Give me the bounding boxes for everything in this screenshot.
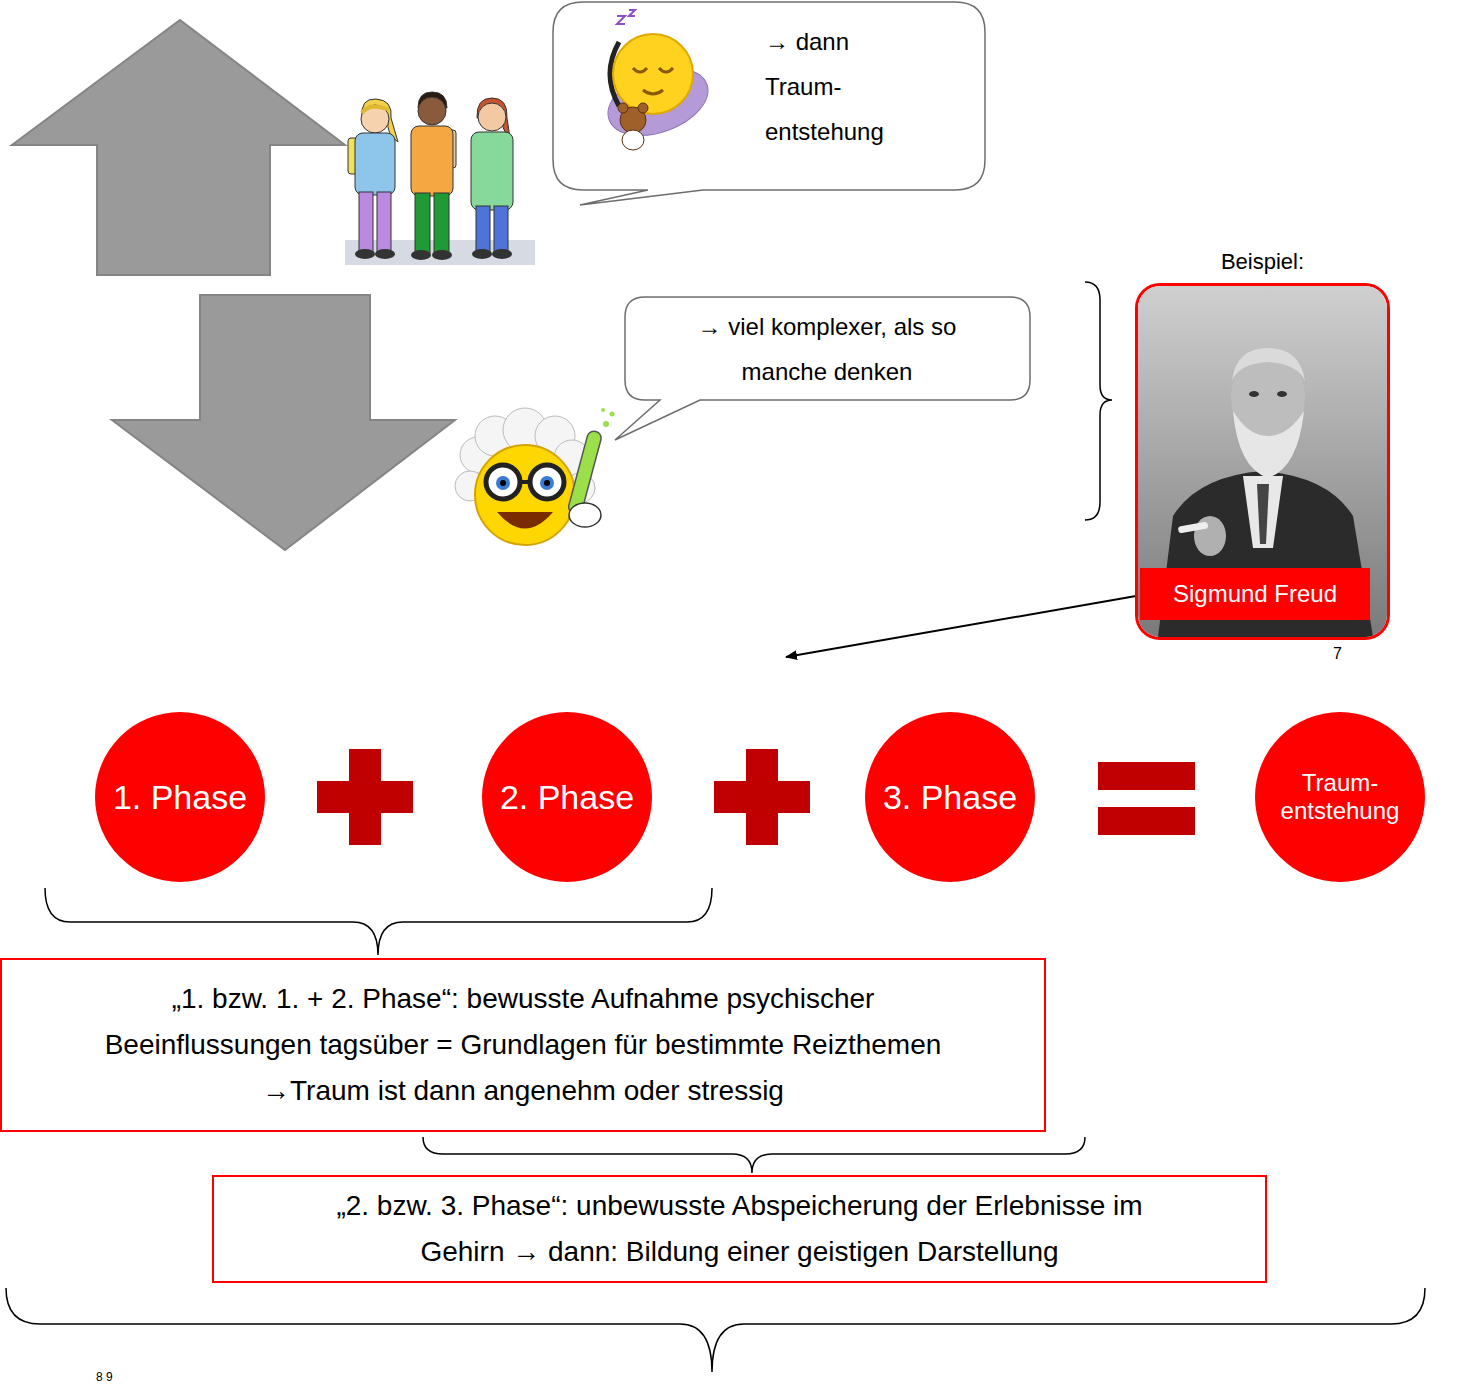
scientist-emoji bbox=[455, 408, 615, 545]
up-arrow-part bbox=[12, 20, 345, 275]
photo-frame-part-part-part bbox=[1194, 516, 1226, 556]
speech-bubble-part-part bbox=[638, 103, 648, 113]
kids-clipart-part bbox=[362, 107, 389, 113]
speech-bubble: → viel komplexer, als so manche denken bbox=[625, 297, 1030, 400]
kids-clipart-part bbox=[355, 133, 395, 195]
speech-bubble-part-part bbox=[643, 90, 663, 94]
bubble-text: → viel komplexer, als so manche denken bbox=[677, 304, 977, 394]
curly-brace-part bbox=[423, 1137, 1085, 1173]
kids-clipart-part bbox=[359, 192, 373, 252]
speech-bubble-part-part bbox=[629, 10, 635, 16]
phase-circle: 1. Phase bbox=[95, 712, 265, 882]
down-arrow bbox=[112, 295, 455, 550]
bubble-text: → dann Traum- entstehung bbox=[765, 19, 915, 154]
scientist-emoji-part bbox=[603, 421, 609, 427]
kids-clipart-part bbox=[432, 250, 452, 260]
photo-frame-part-part-part bbox=[1249, 391, 1259, 397]
explanation-text: „1. bzw. 1. + 2. Phase“: bewusste Aufnah… bbox=[83, 976, 963, 1068]
photo-frame-part-part-part bbox=[1138, 286, 1387, 637]
leader-arrow-part bbox=[786, 596, 1136, 657]
plus-sign-part bbox=[349, 749, 381, 845]
plus-sign-part bbox=[746, 749, 778, 845]
scientist-emoji-part bbox=[610, 412, 615, 417]
speech-bubble-part-part bbox=[618, 103, 628, 113]
curly-brace-part bbox=[1085, 282, 1112, 520]
kids-clipart-part bbox=[377, 192, 391, 252]
kids-clipart-part bbox=[471, 132, 513, 210]
kids-clipart bbox=[345, 92, 535, 265]
speech-bubble-part-part bbox=[613, 34, 693, 114]
photo-frame-part-part-part bbox=[1233, 411, 1304, 478]
kids-clipart-part bbox=[472, 249, 492, 259]
name-text: Sigmund Freud bbox=[1173, 580, 1337, 608]
phase-circle: 2. Phase bbox=[482, 712, 652, 882]
kids-clipart-part bbox=[411, 126, 453, 196]
speech-bubble-part-part bbox=[622, 130, 644, 150]
equals-sign bbox=[1098, 762, 1195, 835]
photo-frame-part-part-part bbox=[1243, 476, 1283, 548]
photo-frame-part-part-part bbox=[1232, 348, 1305, 381]
speech-bubble-part-part bbox=[617, 16, 625, 24]
photo-frame-part-part-part bbox=[1277, 391, 1287, 397]
consequence-text: →Traum ist dann angenehm oder stressig bbox=[12, 1068, 1034, 1114]
footnote-number: 7 bbox=[1333, 645, 1342, 663]
scientist-emoji-part bbox=[569, 503, 601, 527]
scientist-emoji-part bbox=[475, 445, 575, 545]
result-circle: Traum- entstehung bbox=[1255, 712, 1425, 882]
equals-sign-part bbox=[1098, 807, 1195, 835]
scientist-emoji-part bbox=[540, 476, 554, 490]
equals-sign-part bbox=[1098, 762, 1195, 790]
scientist-emoji-part bbox=[496, 476, 510, 490]
scientist-emoji-part bbox=[497, 512, 553, 529]
photo-frame-part-part-part bbox=[1257, 484, 1269, 544]
scientist-emoji-part bbox=[486, 465, 520, 499]
kids-clipart-part bbox=[492, 249, 512, 259]
footnote-number: 8 9 bbox=[96, 1370, 113, 1384]
speech-bubble-part-part bbox=[553, 2, 985, 205]
kids-clipart-part bbox=[375, 249, 395, 259]
result-text: Traum- entstehung bbox=[1270, 769, 1410, 825]
phase-circle: 3. Phase bbox=[865, 712, 1035, 882]
kids-clipart-part bbox=[476, 206, 490, 252]
scientist-emoji-part bbox=[601, 408, 605, 412]
photo-frame-part-part bbox=[1138, 286, 1387, 637]
phase-text: 1. Phase bbox=[113, 778, 247, 817]
down-arrow-part bbox=[112, 295, 455, 550]
scientist-emoji-part bbox=[530, 465, 564, 499]
leader-arrow bbox=[786, 596, 1136, 657]
scientist-emoji-part bbox=[544, 480, 550, 486]
photo-frame: Beispiel:Sigmund Freud bbox=[1135, 283, 1390, 640]
kids-clipart-part bbox=[415, 193, 430, 253]
name-tag: Sigmund Freud bbox=[1140, 568, 1370, 620]
example-heading: Beispiel: bbox=[1138, 248, 1387, 276]
kids-clipart-part bbox=[361, 105, 389, 133]
explanation-text: „2. bzw. 3. Phase“: unbewusste Abspeiche… bbox=[320, 1183, 1160, 1275]
speech-bubble-part-part bbox=[615, 297, 1030, 440]
curly-brace-part bbox=[6, 1288, 1425, 1372]
speech-bubble-part-part bbox=[659, 68, 673, 72]
scientist-emoji-part bbox=[500, 480, 506, 486]
kids-clipart-part bbox=[411, 250, 431, 260]
phase-text: 2. Phase bbox=[500, 778, 634, 817]
explanation-box: „2. bzw. 3. Phase“: unbewusste Abspeiche… bbox=[212, 1175, 1267, 1283]
kids-clipart-part bbox=[434, 193, 449, 253]
kids-clipart-part bbox=[494, 206, 508, 252]
kids-clipart-part bbox=[478, 103, 506, 131]
curly-brace bbox=[6, 282, 1425, 1372]
kids-clipart-part bbox=[355, 249, 375, 259]
phase-text: 3. Phase bbox=[883, 778, 1017, 817]
speech-bubble-part-part bbox=[633, 68, 647, 72]
explanation-box: „1. bzw. 1. + 2. Phase“: bewusste Aufnah… bbox=[0, 958, 1046, 1132]
photo-frame-part-part-part bbox=[1178, 521, 1209, 533]
curly-brace-part bbox=[45, 888, 712, 955]
speech-bubble: → dann Traum- entstehung bbox=[553, 2, 985, 190]
up-arrow bbox=[12, 20, 345, 275]
kids-clipart-part bbox=[418, 97, 446, 125]
